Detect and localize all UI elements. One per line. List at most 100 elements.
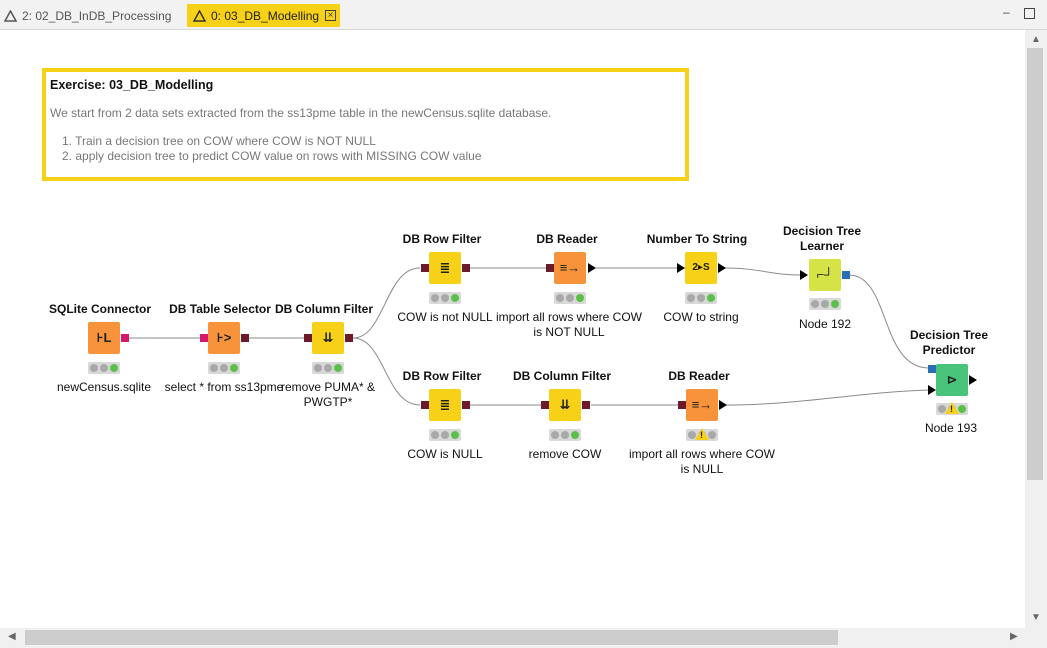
number-to-string-icon: 2▸S — [692, 262, 710, 273]
node-label-sqlite-connector[interactable]: newCensus.sqlite — [56, 380, 152, 394]
warning-icon[interactable]: ! — [695, 428, 709, 440]
db-column-filter-node[interactable]: ⇊ — [312, 322, 344, 354]
node-status-traffic-light — [88, 362, 120, 374]
vertical-scroll-thumb[interactable] — [1027, 48, 1043, 480]
data-out-port[interactable] — [718, 263, 726, 273]
db-reader-icon: ≡→ — [559, 260, 581, 275]
node-label-db-column-filter[interactable]: remove PUMA* & PWGTP* — [280, 380, 376, 409]
tree-learner-icon: ⌐┘ — [816, 267, 834, 282]
db-data-in-port[interactable] — [678, 401, 686, 409]
db-data-out-port[interactable] — [241, 334, 249, 342]
scroll-right-icon[interactable]: ▶ — [1010, 631, 1018, 642]
node-status-traffic-light — [554, 292, 586, 304]
node-label-db-row-filter[interactable]: COW is not NULL — [397, 310, 493, 324]
scroll-up-icon[interactable]: ▲ — [1031, 34, 1041, 45]
vertical-scrollbar[interactable]: ▲ ▼ — [1025, 30, 1047, 628]
node-title-db-table-selector: DB Table Selector — [169, 302, 271, 316]
sqlite-connector-node[interactable]: ⊦L — [88, 322, 120, 354]
scroll-down-icon[interactable]: ▼ — [1031, 612, 1041, 623]
db-selector-icon: ⊦> — [216, 330, 232, 345]
node-title-decision-tree-predictor: Decision Tree Predictor — [909, 328, 989, 357]
close-icon[interactable]: × — [325, 10, 337, 21]
data-in-port[interactable] — [800, 270, 808, 280]
db-data-out-port[interactable] — [582, 401, 590, 409]
db-data-out-port[interactable] — [462, 264, 470, 272]
row-filter-icon: ≣ — [439, 397, 451, 412]
node-title-db-column-filter: DB Column Filter — [275, 302, 373, 316]
scrollbar-corner — [1025, 628, 1047, 648]
data-out-port[interactable] — [719, 400, 727, 410]
minimize-icon[interactable]: – — [1003, 5, 1010, 19]
number-to-string-node[interactable]: 2▸S — [685, 252, 717, 284]
model-in-port[interactable] — [928, 365, 936, 373]
data-out-port[interactable] — [588, 263, 596, 273]
editor-tab-bar: 2: 02_DB_InDB_Processing 0: 03_DB_Modell… — [0, 0, 1047, 30]
db-data-in-port[interactable] — [546, 264, 554, 272]
node-label-db-reader[interactable]: import all rows where COW is NOT NULL — [495, 310, 643, 339]
node-title-db-row-filter: DB Row Filter — [402, 232, 482, 246]
node-title-db-reader: DB Reader — [668, 369, 730, 383]
data-out-port[interactable] — [969, 375, 977, 385]
wire-learner-predictor — [848, 274, 930, 369]
tab-label: 2: 02_DB_InDB_Processing — [22, 8, 172, 23]
node-status-traffic-light — [549, 429, 581, 441]
node-title-decision-tree-learner: Decision Tree Learner — [782, 224, 862, 253]
column-filter-icon: ⇊ — [322, 330, 334, 345]
data-in-port[interactable] — [928, 385, 936, 395]
node-status-traffic-light — [809, 298, 841, 310]
maximize-icon[interactable] — [1024, 8, 1035, 19]
warning-icon — [193, 9, 206, 22]
db-data-in-port[interactable] — [421, 264, 429, 272]
annotation-text: We start from 2 data sets extracted from… — [50, 106, 552, 120]
wire-readerbottom-predictor — [725, 389, 930, 406]
db-data-in-port[interactable] — [421, 401, 429, 409]
node-title-sqlite-connector: SQLite Connector — [48, 302, 151, 316]
node-title-db-column-filter: DB Column Filter — [513, 369, 611, 383]
node-label-db-table-selector[interactable]: select * from ss13pme — [164, 380, 284, 394]
tree-predictor-icon: ⊳ — [946, 372, 958, 387]
db-data-in-port[interactable] — [304, 334, 312, 342]
db-data-in-port[interactable] — [541, 401, 549, 409]
db-row-filter-node[interactable]: ≣ — [429, 252, 461, 284]
scroll-left-icon[interactable]: ◀ — [8, 631, 16, 642]
node-label-decision-tree-predictor[interactable]: Node 193 — [924, 421, 978, 435]
tab-02-db-indb-processing[interactable]: 2: 02_DB_InDB_Processing — [4, 4, 171, 27]
node-label-decision-tree-learner[interactable]: Node 192 — [798, 317, 852, 331]
node-status-traffic-light — [208, 362, 240, 374]
db-data-out-port[interactable] — [345, 334, 353, 342]
annotation-item: 2. apply decision tree to predict COW va… — [62, 149, 482, 163]
db-row-filter-node[interactable]: ≣ — [429, 389, 461, 421]
wire-filter-rowtop — [352, 267, 421, 339]
node-label-number-to-string[interactable]: COW to string — [663, 310, 739, 324]
horizontal-scroll-thumb[interactable] — [25, 630, 838, 645]
connection-wires — [129, 267, 930, 406]
workflow-annotation[interactable]: Exercise: 03_DB_Modelling We start from … — [42, 68, 689, 181]
data-in-port[interactable] — [677, 263, 685, 273]
model-out-port[interactable] — [842, 271, 850, 279]
node-label-db-column-filter[interactable]: remove COW — [528, 447, 602, 461]
db-connection-in-port[interactable] — [200, 334, 208, 342]
horizontal-scrollbar[interactable]: ◀ ▶ — [0, 628, 1025, 648]
tab-03-db-modelling[interactable]: 0: 03_DB_Modelling × — [187, 4, 340, 27]
db-connector-icon: ⊦L — [96, 330, 112, 345]
node-title-db-row-filter: DB Row Filter — [402, 369, 482, 383]
warning-icon[interactable]: ! — [945, 402, 959, 414]
workflow-canvas[interactable] — [0, 30, 1025, 628]
wire-numtostr-learner — [723, 267, 801, 276]
db-column-filter-node[interactable]: ⇊ — [549, 389, 581, 421]
annotation-title: Exercise: 03_DB_Modelling — [50, 78, 214, 92]
db-data-out-port[interactable] — [462, 401, 470, 409]
column-filter-icon: ⇊ — [559, 397, 571, 412]
node-label-db-row-filter[interactable]: COW is NULL — [407, 447, 483, 461]
row-filter-icon: ≣ — [439, 260, 451, 275]
db-table-selector-node[interactable]: ⊦> — [208, 322, 240, 354]
db-reader-node[interactable]: ≡→ — [554, 252, 586, 284]
wire-filter-rowbottom — [352, 337, 421, 406]
decision-tree-predictor-node[interactable]: ⊳ — [936, 364, 968, 396]
annotation-list: 1. Train a decision tree on COW where CO… — [50, 134, 681, 164]
db-reader-node[interactable]: ≡→ — [686, 389, 718, 421]
db-connection-out-port[interactable] — [121, 334, 129, 342]
node-title-number-to-string: Number To String — [646, 232, 748, 246]
decision-tree-learner-node[interactable]: ⌐┘ — [809, 259, 841, 291]
node-label-db-reader[interactable]: import all rows where COW is NULL — [628, 447, 776, 476]
